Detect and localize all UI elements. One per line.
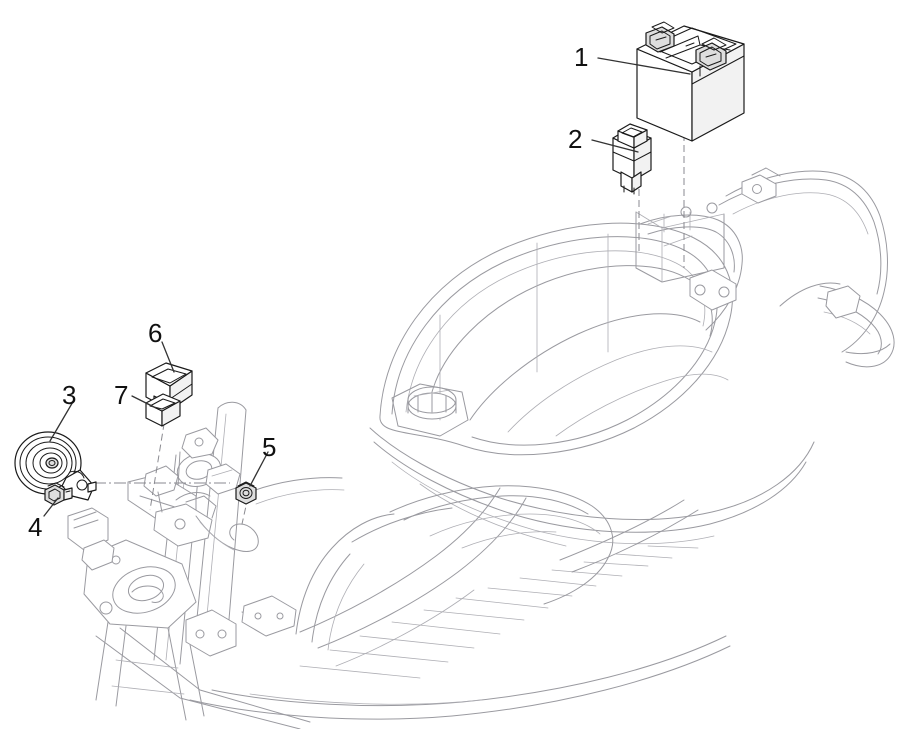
leader-4	[43, 497, 59, 517]
callout-number-5[interactable]: 5	[262, 432, 277, 462]
assembly-axis-lines	[74, 112, 685, 525]
leader-7	[131, 395, 157, 409]
callout-number-2[interactable]: 2	[568, 124, 583, 154]
callout-number-6[interactable]: 6	[148, 318, 163, 348]
scooter-body-outline	[67, 167, 895, 729]
leader-1	[597, 57, 691, 75]
leader-6	[161, 341, 175, 373]
leader-3	[49, 399, 75, 442]
callout-number-4[interactable]: 4	[28, 512, 43, 542]
callout-number-1[interactable]: 1	[574, 42, 589, 72]
leader-5	[249, 451, 269, 487]
callout-leader-lines	[43, 57, 691, 517]
switch-axis-line	[149, 411, 167, 511]
bolt-icon	[44, 482, 73, 506]
relay-icon	[612, 123, 652, 195]
callout-number-3[interactable]: 3	[62, 380, 77, 410]
callout-number-7[interactable]: 7	[114, 380, 129, 410]
battery-icon	[636, 21, 745, 142]
nut-icon	[235, 481, 257, 505]
leader-2	[591, 139, 639, 153]
